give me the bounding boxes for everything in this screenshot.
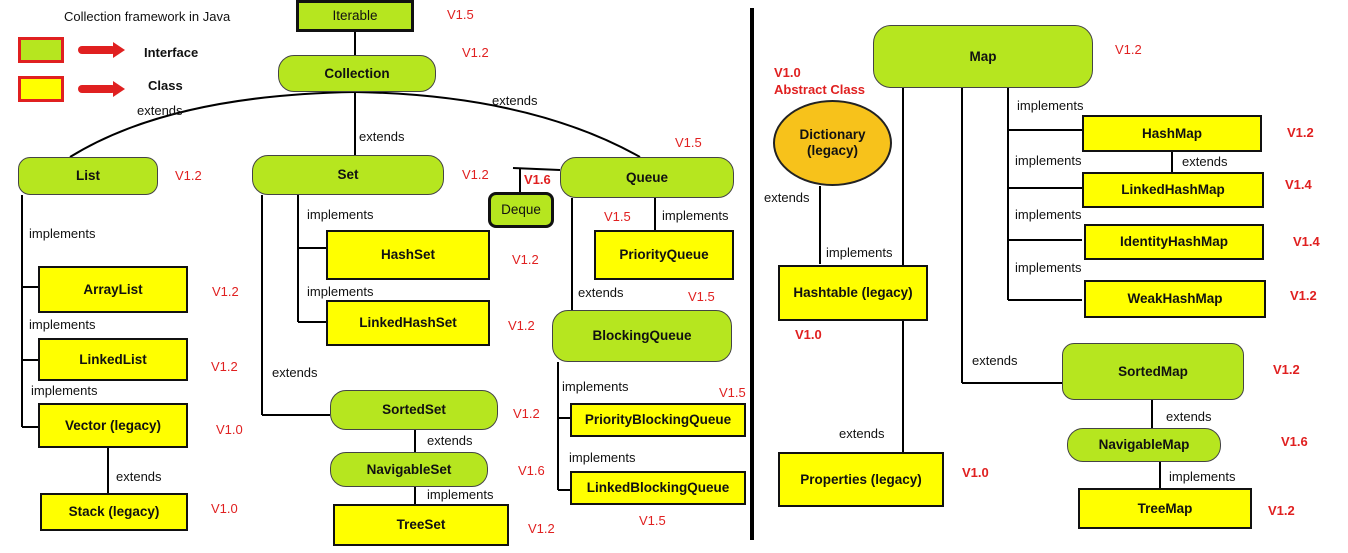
- edge-label-extends-queue: extends: [492, 93, 538, 108]
- version-collection: V1.2: [462, 45, 489, 60]
- version-list: V1.2: [175, 168, 202, 183]
- node-collection: Collection: [278, 55, 436, 92]
- legend-class-label: Class: [148, 78, 183, 93]
- node-linkedhashset: LinkedHashSet: [326, 300, 490, 346]
- version-sortedset: V1.2: [513, 406, 540, 421]
- edge-label-extends-navigablemap: extends: [1166, 409, 1212, 424]
- version-linkedlist: V1.2: [211, 359, 238, 374]
- node-linkedlist: LinkedList: [38, 338, 188, 381]
- version-treeset: V1.2: [528, 521, 555, 536]
- edge-label-extends-properties: extends: [839, 426, 885, 441]
- edge-label-implements-arraylist: implements: [29, 226, 96, 241]
- legend-interface-arrow: [78, 42, 125, 58]
- node-dictionary: Dictionary (legacy): [773, 100, 892, 186]
- node-hashtable: Hashtable (legacy): [778, 265, 928, 321]
- version-dictionary: V1.0: [774, 65, 801, 80]
- edge-label-extends-blockingqueue: extends: [578, 285, 624, 300]
- legend-class-swatch: [18, 76, 64, 102]
- node-set: Set: [252, 155, 444, 195]
- edge-label-extends-sortedmap: extends: [972, 353, 1018, 368]
- node-navigableset: NavigableSet: [330, 452, 488, 487]
- edge-label-extends-sortedset: extends: [272, 365, 318, 380]
- version-linkedhashset: V1.2: [508, 318, 535, 333]
- version-map: V1.2: [1115, 42, 1142, 57]
- edge-label-implements-linkedhashset: implements: [307, 284, 374, 299]
- version-iterable: V1.5: [447, 7, 474, 22]
- version-linkedblockingqueue: V1.5: [639, 513, 666, 528]
- edge-label-implements-priorityblockingqueue: implements: [562, 379, 629, 394]
- edge-label-extends-list: extends: [137, 103, 183, 118]
- edge-label-extends-navigableset: extends: [427, 433, 473, 448]
- edge-label-extends-stack: extends: [116, 469, 162, 484]
- version-navigablemap: V1.6: [1281, 434, 1308, 449]
- version-sortedmap: V1.2: [1273, 362, 1300, 377]
- edge-label-implements-treeset: implements: [427, 487, 494, 502]
- edge-label-implements-treemap: implements: [1169, 469, 1236, 484]
- node-hashset: HashSet: [326, 230, 490, 280]
- version-set: V1.2: [462, 167, 489, 182]
- diagram-title: Collection framework in Java: [64, 9, 231, 24]
- version-hashmap: V1.2: [1287, 125, 1314, 140]
- node-sortedset: SortedSet: [330, 390, 498, 430]
- node-properties: Properties (legacy): [778, 452, 944, 507]
- node-weakhashmap: WeakHashMap: [1084, 280, 1266, 318]
- version-blockingqueue: V1.5: [688, 289, 715, 304]
- node-hashmap: HashMap: [1082, 115, 1262, 152]
- version-priorityblockingqueue: V1.5: [719, 385, 746, 400]
- node-blockingqueue: BlockingQueue: [552, 310, 732, 362]
- edge-label-implements-hashset: implements: [307, 207, 374, 222]
- node-map: Map: [873, 25, 1093, 88]
- edge-label-implements-hashmap: implements: [1017, 98, 1084, 113]
- version-queue: V1.5: [675, 135, 702, 150]
- edge-label-implements-linkedhashmap: implements: [1015, 153, 1082, 168]
- node-stack: Stack (legacy): [40, 493, 188, 531]
- node-linkedhashmap: LinkedHashMap: [1082, 172, 1264, 208]
- edge-label-implements-priorityqueue: implements: [662, 208, 729, 223]
- edge-label-extends-hashtable: extends: [764, 190, 810, 205]
- abstract-class-label: Abstract Class: [774, 82, 866, 97]
- node-arraylist: ArrayList: [38, 266, 188, 313]
- version-hashset: V1.2: [512, 252, 539, 267]
- node-treemap: TreeMap: [1078, 488, 1252, 529]
- version-vector: V1.0: [216, 422, 243, 437]
- node-priorityqueue: PriorityQueue: [594, 230, 734, 280]
- edge-label-implements-linkedlist: implements: [29, 317, 96, 332]
- node-queue: Queue: [560, 157, 734, 198]
- version-treemap: V1.2: [1268, 503, 1295, 518]
- node-deque: Deque: [488, 192, 554, 228]
- version-weakhashmap: V1.2: [1290, 288, 1317, 303]
- version-navigableset: V1.6: [518, 463, 545, 478]
- legend-interface-swatch: [18, 37, 64, 63]
- version-deque: V1.6: [524, 172, 551, 187]
- edge-label-extends-set: extends: [359, 129, 405, 144]
- node-treeset: TreeSet: [333, 504, 509, 546]
- edge-label-implements-linkedblockingqueue: implements: [569, 450, 636, 465]
- legend-interface-label: Interface: [144, 45, 199, 60]
- edge-label-implements-hashtable: implements: [826, 245, 893, 260]
- node-linkedblockingqueue: LinkedBlockingQueue: [570, 471, 746, 505]
- version-priorityqueue: V1.5: [604, 209, 631, 224]
- version-properties: V1.0: [962, 465, 989, 480]
- edge-label-extends-linkedhashmap: extends: [1182, 154, 1228, 169]
- node-vector: Vector (legacy): [38, 403, 188, 448]
- node-identityhashmap: IdentityHashMap: [1084, 224, 1264, 260]
- edge-label-implements-weakhashmap: implements: [1015, 260, 1082, 275]
- node-sortedmap: SortedMap: [1062, 343, 1244, 400]
- node-list: List: [18, 157, 158, 195]
- edge-label-implements-vector: implements: [31, 383, 98, 398]
- version-identityhashmap: V1.4: [1293, 234, 1320, 249]
- node-iterable: Iterable: [296, 0, 414, 32]
- version-hashtable: V1.0: [795, 327, 822, 342]
- version-stack: V1.0: [211, 501, 238, 516]
- node-navigablemap: NavigableMap: [1067, 428, 1221, 462]
- version-linkedhashmap: V1.4: [1285, 177, 1312, 192]
- version-arraylist: V1.2: [212, 284, 239, 299]
- edge-label-implements-identityhashmap: implements: [1015, 207, 1082, 222]
- node-priorityblockingqueue: PriorityBlockingQueue: [570, 403, 746, 437]
- legend-class-arrow: [78, 81, 125, 97]
